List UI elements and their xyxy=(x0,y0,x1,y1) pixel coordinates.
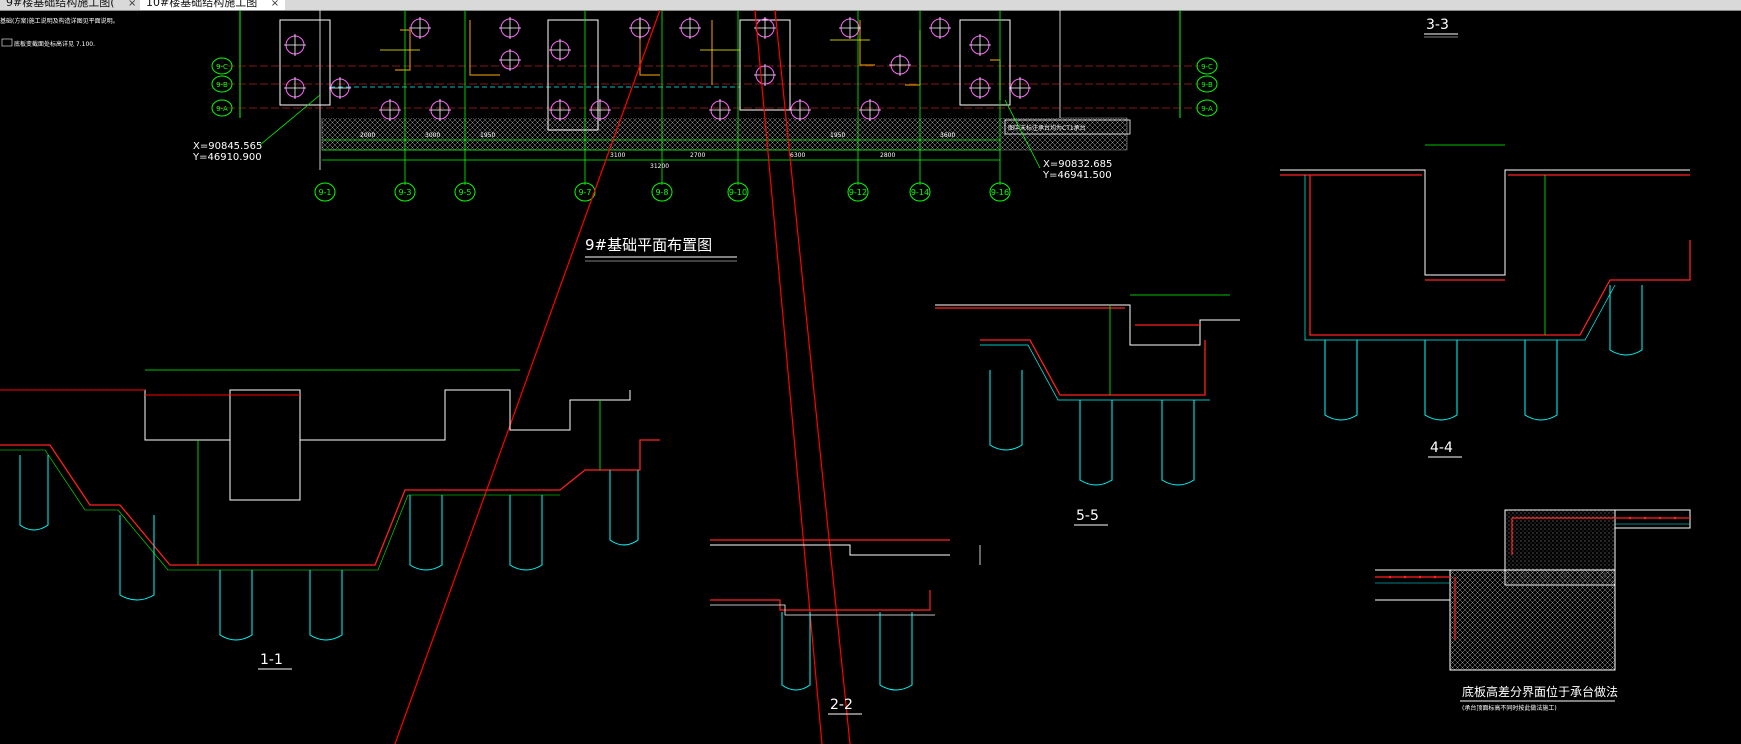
section-4-4-label: 4-4 xyxy=(1430,440,1453,456)
tab-9-foundation[interactable]: 9#楼基础结构施工图( × xyxy=(0,0,142,10)
cad-drawing-canvas[interactable]: 基础(方案)施工说明及构造详图见平面说明。 底板变截面处标高详见 7.100. xyxy=(0,10,1741,744)
pile-icon xyxy=(379,99,401,121)
detail-step-at-pile-cap[interactable]: 底板高差分界面位于承台做法 (承台顶面标高不同时按此做法施工) xyxy=(1375,509,1691,712)
note-line-2: 底板变截面处标高详见 7.100. xyxy=(14,40,95,48)
pile-icon xyxy=(284,34,306,56)
dim-7: 1950 xyxy=(830,132,845,139)
dim-6: 6300 xyxy=(790,152,805,159)
axis-bubble: 9-12 xyxy=(847,182,869,202)
axis-label: 9-C xyxy=(1201,63,1213,71)
pile-icon xyxy=(409,17,431,39)
axis-label: 9-12 xyxy=(849,188,867,197)
coord-right-y: Y=46941.500 xyxy=(1042,170,1112,181)
dim-3: 1950 xyxy=(480,132,495,139)
pile-icon xyxy=(969,34,991,56)
axis-label: 9-B xyxy=(1201,81,1213,89)
note-line-1: 基础(方案)施工说明及构造详图见平面说明。 xyxy=(0,17,119,25)
section-1-1[interactable]: 1-1 xyxy=(0,369,660,670)
pile-icon xyxy=(754,64,776,86)
tab-10-foundation[interactable]: 10#楼基础结构施工图 × xyxy=(140,0,286,10)
section-4-4[interactable]: 4-4 xyxy=(1280,144,1691,458)
axis-label: 9-7 xyxy=(578,188,591,197)
axis-label: 9-16 xyxy=(991,188,1009,197)
detail-title: 底板高差分界面位于承台做法 xyxy=(1462,684,1618,699)
axis-bubble: 9-3 xyxy=(394,182,416,202)
axis-bubble: 9-C xyxy=(1196,57,1218,75)
section-5-5-label: 5-5 xyxy=(1076,508,1099,524)
axis-bubble: 9-B xyxy=(211,75,233,93)
coord-right-x: X=90832.685 xyxy=(1043,159,1112,170)
pile-icon xyxy=(499,49,521,71)
coord-left-x: X=90845.565 xyxy=(193,141,262,152)
section-2-2[interactable]: 2-2 xyxy=(710,539,981,715)
dim-total: 31200 xyxy=(650,163,669,170)
axis-label: 9-10 xyxy=(729,188,747,197)
axis-bubble: 9-A xyxy=(1196,99,1218,117)
pile-icon xyxy=(679,17,701,39)
dim-9: 3600 xyxy=(940,132,955,139)
plan-note: 图中未标注承台均为CT1承台 xyxy=(1008,124,1086,132)
dim-4: 3100 xyxy=(610,152,625,159)
dim-5: 2700 xyxy=(690,152,705,159)
section-1-1-label: 1-1 xyxy=(260,652,283,668)
pile-icon xyxy=(329,77,351,99)
pile-icon xyxy=(889,54,911,76)
section-3-3-title: 3-3 xyxy=(1424,17,1458,38)
pile-icon xyxy=(929,17,951,39)
document-tab-bar: 9#楼基础结构施工图( × 10#楼基础结构施工图 × xyxy=(0,0,1741,11)
foundation-plan[interactable]: 2000 3000 1950 3100 2700 6300 1950 2800 … xyxy=(192,10,1218,262)
pile-icon xyxy=(754,17,776,39)
coord-left-y: Y=46910.900 xyxy=(192,152,262,163)
detail-subtitle: (承台顶面标高不同时按此做法施工) xyxy=(1462,704,1557,712)
axis-bubble: 9-C xyxy=(211,57,233,75)
pile-icon xyxy=(859,99,881,121)
pile-icon xyxy=(709,99,731,121)
section-3-3-label: 3-3 xyxy=(1426,17,1449,33)
axis-label: 9-A xyxy=(216,105,228,113)
plan-title: 9#基础平面布置图 xyxy=(585,236,712,254)
section-2-2-label: 2-2 xyxy=(830,697,853,713)
axis-bubble: 9-A xyxy=(211,99,233,117)
axis-label: 9-B xyxy=(216,81,228,89)
axis-bubble: 9-8 xyxy=(651,182,673,202)
axis-bubble: 9-14 xyxy=(909,182,931,202)
axis-label: 9-8 xyxy=(655,188,668,197)
axis-bubble: 9-5 xyxy=(454,182,476,202)
pile-icon xyxy=(839,17,861,39)
dim-8: 2800 xyxy=(880,152,895,159)
dim-1: 2000 xyxy=(360,132,375,139)
axis-label: 9-5 xyxy=(458,188,471,197)
pile-icon xyxy=(589,99,611,121)
axis-label: 9-A xyxy=(1201,105,1213,113)
axis-label: 9-3 xyxy=(398,188,411,197)
tab-label: 10#楼基础结构施工图 xyxy=(146,0,258,9)
axis-label: 9-C xyxy=(216,63,228,71)
section-5-5[interactable]: 5-5 xyxy=(935,294,1240,526)
dim-2: 3000 xyxy=(425,132,440,139)
axis-bubble: 9-B xyxy=(1196,75,1218,93)
axis-bubble: 9-16 xyxy=(989,182,1011,202)
pile-icon xyxy=(284,77,306,99)
pile-icon xyxy=(549,99,571,121)
close-icon[interactable]: × xyxy=(128,0,137,9)
tab-label: 9#楼基础结构施工图( xyxy=(6,0,115,9)
pile-icon xyxy=(549,39,571,61)
axis-bubble: 9-10 xyxy=(727,182,749,202)
pile-icon xyxy=(629,17,651,39)
axis-bubble: 9-7 xyxy=(574,182,596,202)
general-notes: 基础(方案)施工说明及构造详图见平面说明。 底板变截面处标高详见 7.100. xyxy=(0,17,119,48)
axis-bubble: 9-1 xyxy=(314,182,336,202)
pile-icon xyxy=(969,77,991,99)
pile-icon xyxy=(1009,77,1031,99)
axis-label: 9-1 xyxy=(318,188,331,197)
red-section-lines xyxy=(394,10,851,744)
close-icon[interactable]: × xyxy=(270,0,280,9)
axis-label: 9-14 xyxy=(911,188,929,197)
pile-icon xyxy=(789,99,811,121)
pile-icon xyxy=(429,99,451,121)
pile-icon xyxy=(499,17,521,39)
